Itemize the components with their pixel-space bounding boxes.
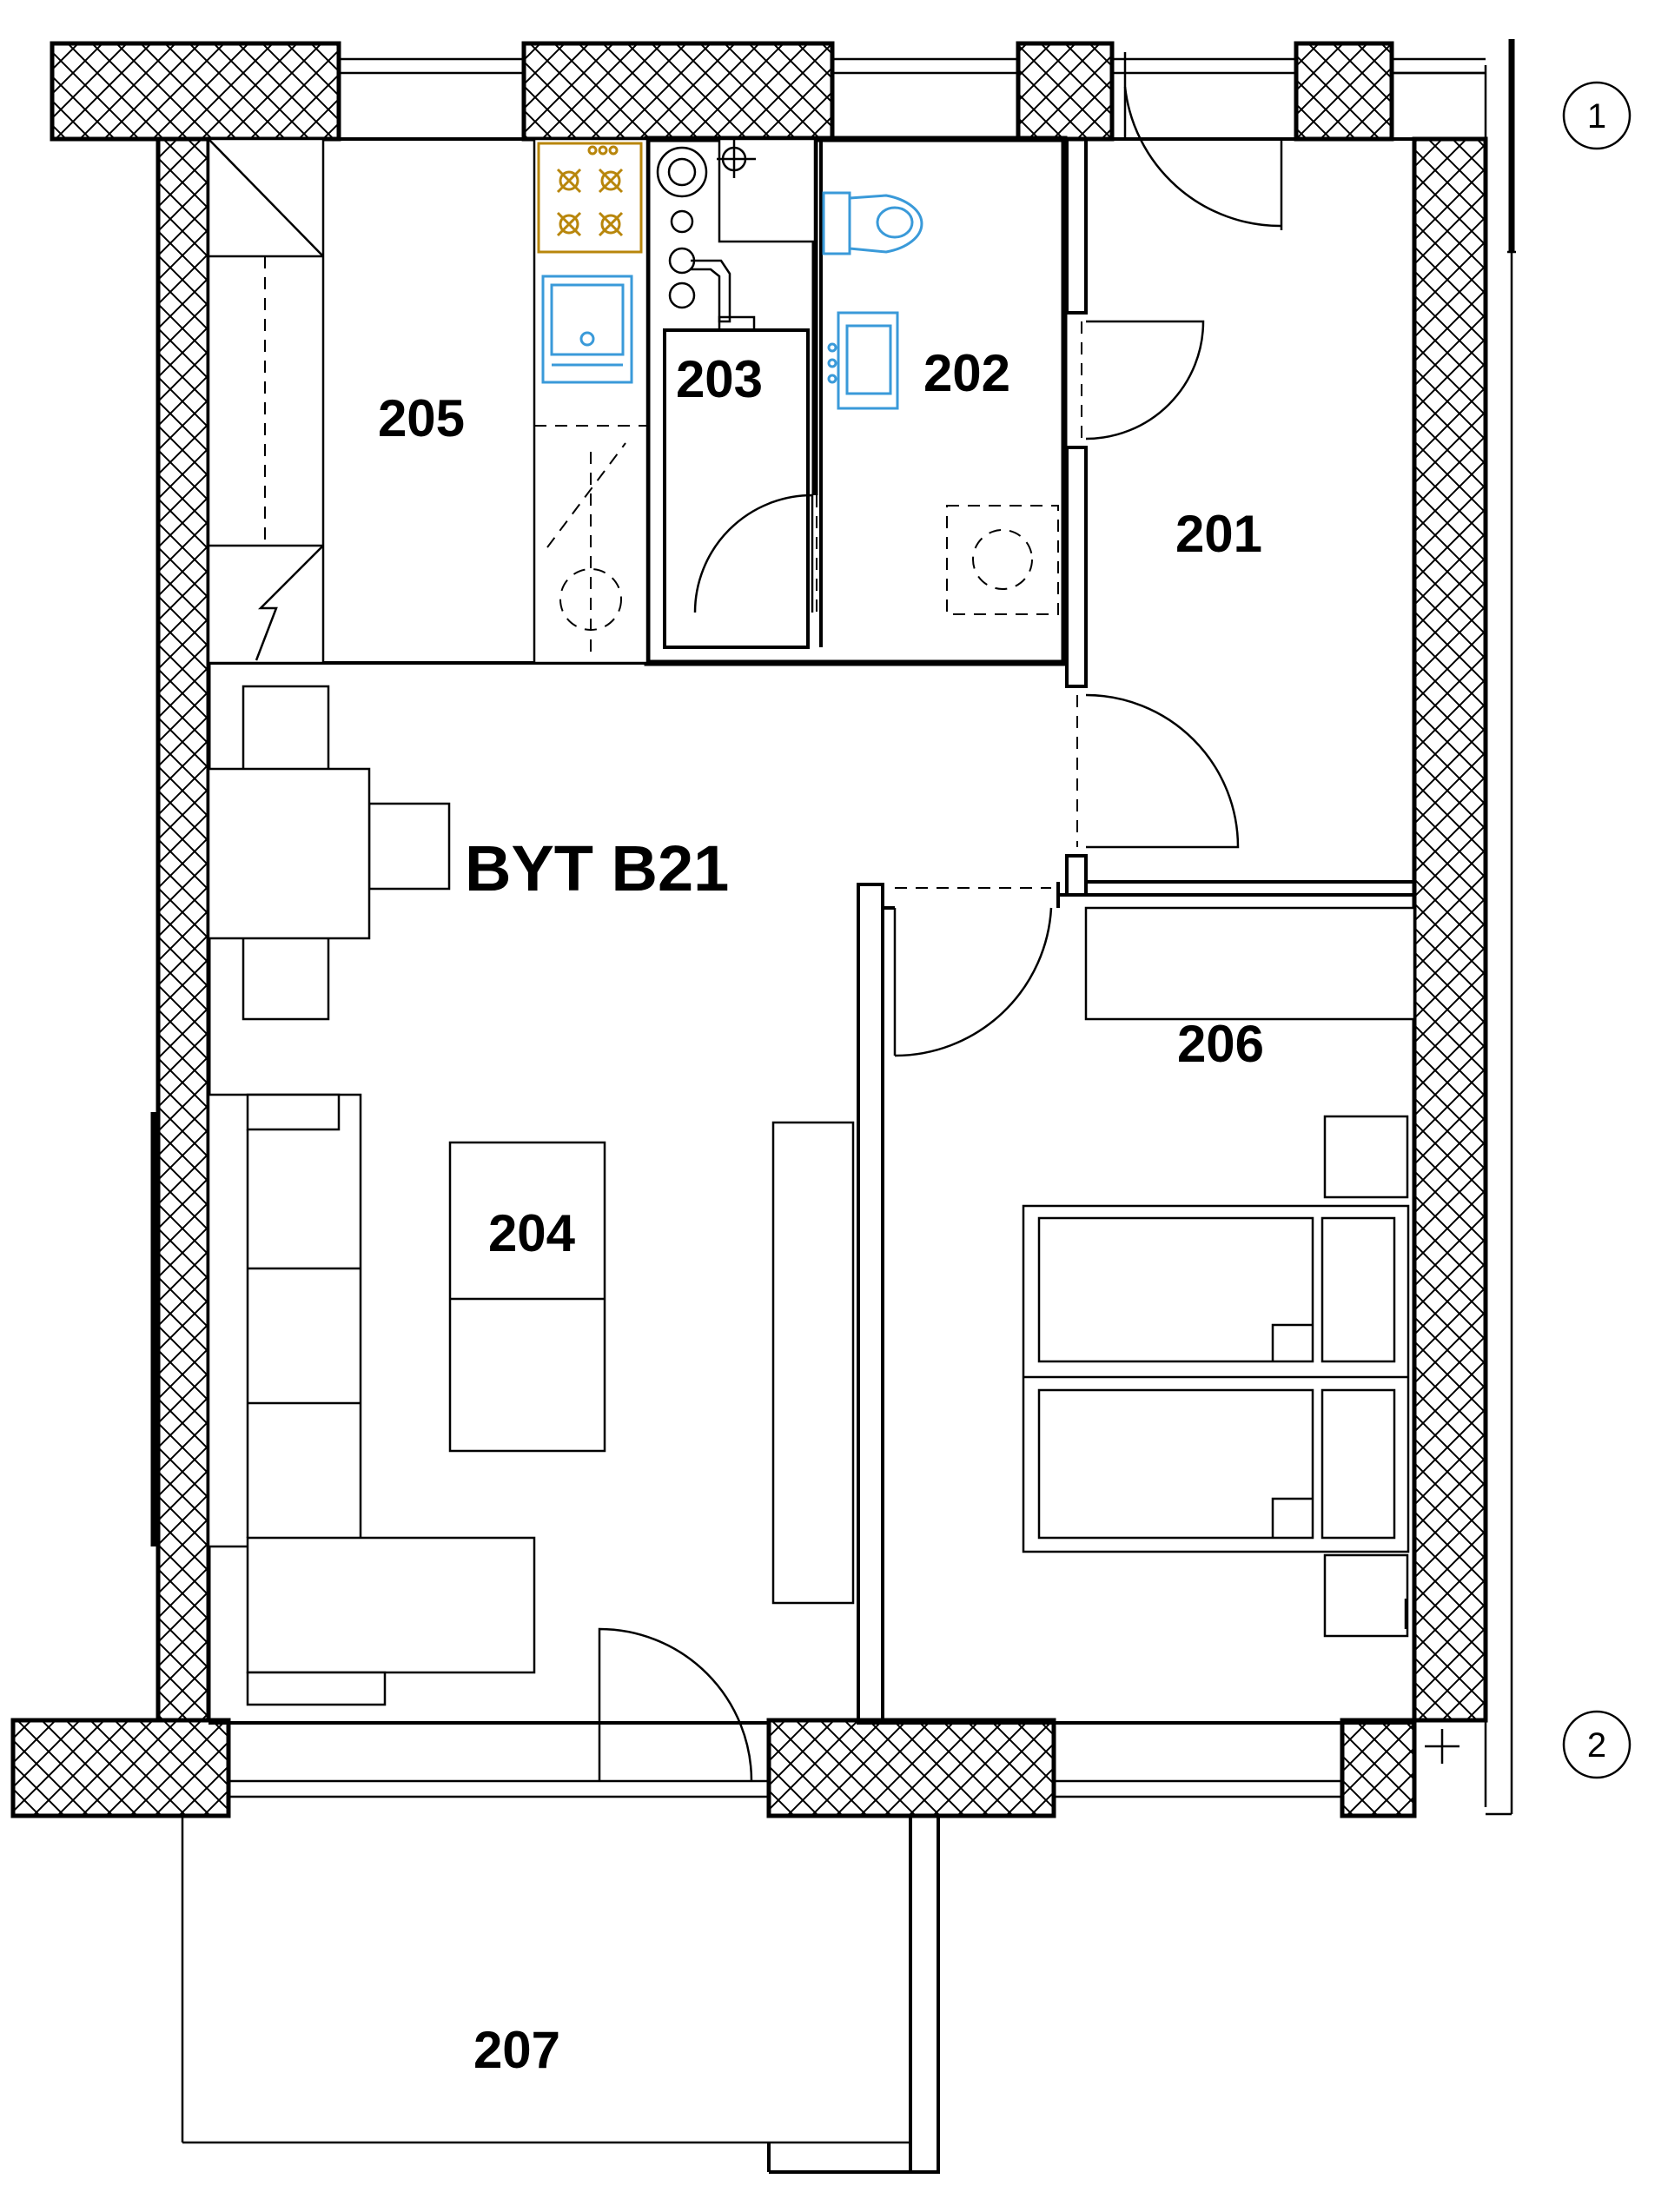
grid-axis-2: 2 — [1562, 1710, 1632, 1779]
dining-table — [207, 767, 371, 940]
left-wall — [156, 136, 211, 1723]
top-pier-3 — [1016, 41, 1115, 142]
dining-chair — [242, 685, 330, 773]
bathroom-fixtures — [656, 137, 1059, 615]
apartment-label: BYT B21 — [465, 832, 729, 904]
kitchen-counter — [533, 137, 649, 665]
kitchen-fixtures — [207, 137, 649, 665]
grid-axis-1: 1 — [1562, 81, 1632, 150]
boiler-icon — [656, 146, 708, 198]
grid-bubble-1 — [1562, 81, 1632, 150]
sofa-chaise — [246, 1536, 536, 1674]
kitchen-cabinet — [207, 137, 325, 665]
doors — [598, 52, 1283, 1782]
top-pier-2 — [521, 41, 835, 142]
bottom-pier-1 — [10, 1718, 231, 1818]
stove-icon — [537, 142, 643, 254]
grid-label-1: 1 — [1587, 97, 1606, 136]
exterior-walls — [10, 39, 1516, 1818]
room-label-201: 201 — [1175, 505, 1262, 563]
balcony — [181, 1814, 940, 2174]
toilet-tank-icon — [822, 191, 851, 255]
bottom-pier-3 — [1340, 1718, 1417, 1818]
grid-bubble-2 — [1562, 1710, 1632, 1779]
water-heater — [718, 137, 817, 243]
toilet-icon — [848, 194, 923, 254]
coffee-table — [448, 1141, 606, 1453]
washing-machine-icon — [946, 505, 1059, 615]
tv-unit — [771, 1121, 855, 1605]
sink-icon — [541, 275, 633, 384]
room-label-204: 204 — [488, 1204, 576, 1262]
room-label-205: 205 — [378, 389, 465, 447]
living-furniture — [207, 685, 855, 1706]
room-label-207: 207 — [473, 2021, 560, 2079]
sofa — [207, 1093, 362, 1548]
dining-chair — [367, 802, 451, 891]
nightstand — [1323, 1115, 1409, 1199]
washbasin-icon — [837, 311, 899, 410]
right-wall — [1412, 136, 1488, 1723]
fridge-icon — [559, 568, 622, 631]
top-pier-4 — [1294, 41, 1394, 142]
bedroom-furniture — [1022, 906, 1460, 1764]
top-pier-1 — [50, 41, 341, 142]
dining-chair — [242, 932, 330, 1021]
wardrobe — [1084, 906, 1416, 1021]
grid-label-2: 2 — [1587, 1726, 1606, 1765]
room-label-203: 203 — [676, 350, 763, 408]
nightstand — [1323, 1553, 1409, 1638]
bottom-pier-2 — [766, 1718, 1056, 1818]
room-label-202: 202 — [923, 344, 1010, 402]
room-label-206: 206 — [1177, 1015, 1264, 1073]
